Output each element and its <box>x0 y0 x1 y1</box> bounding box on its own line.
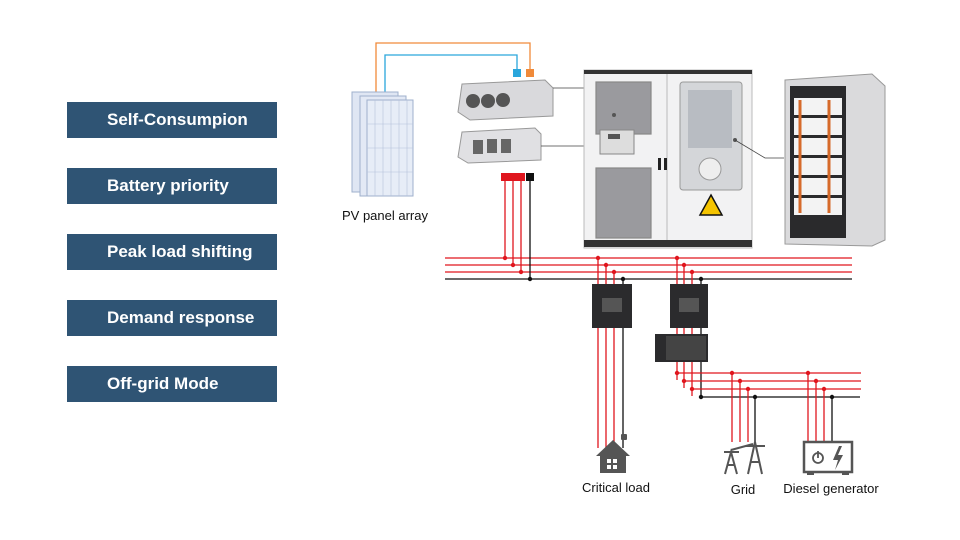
pv-positive-connector <box>526 69 534 77</box>
diesel-generator-label: Diesel generator <box>783 481 879 496</box>
critical-load-breaker <box>592 284 632 328</box>
mode-peak-load-shifting-button[interactable]: Peak load shifting <box>67 234 277 270</box>
ac-output-connectors <box>501 173 534 181</box>
pv-panel-array-icon <box>351 91 414 197</box>
ess-cabinet <box>583 69 753 249</box>
mode-off-grid-button[interactable]: Off-grid Mode <box>67 366 277 402</box>
pv-positive-wire <box>375 42 531 95</box>
mode-battery-priority-button[interactable]: Battery priority <box>67 168 277 204</box>
pcs-module <box>457 127 542 164</box>
secondary-ac-bus <box>674 370 861 400</box>
battery-rack <box>784 73 886 247</box>
transfer-switch <box>655 334 708 362</box>
pv-panel-array-label: PV panel array <box>342 208 428 223</box>
mode-self-consumption-button[interactable]: Self-Consumpion <box>67 102 277 138</box>
critical-load-label: Critical load <box>582 480 650 495</box>
house-icon <box>596 434 630 473</box>
main-ac-bus <box>445 257 852 280</box>
diesel-generator-icon <box>802 440 854 475</box>
pv-negative-wire <box>384 54 518 95</box>
grid-breaker <box>670 284 708 328</box>
diesel-wires <box>805 370 835 442</box>
mode-demand-response-button[interactable]: Demand response <box>67 300 277 336</box>
dc-converter-module <box>457 79 554 121</box>
pcs-feeder-wires <box>502 181 533 282</box>
leader-line <box>734 139 784 159</box>
transmission-tower-icon <box>724 441 765 475</box>
grid-wires <box>729 370 758 442</box>
pv-negative-connector <box>513 69 521 77</box>
grid-label: Grid <box>731 482 756 497</box>
high-voltage-warning-icon <box>698 193 724 216</box>
